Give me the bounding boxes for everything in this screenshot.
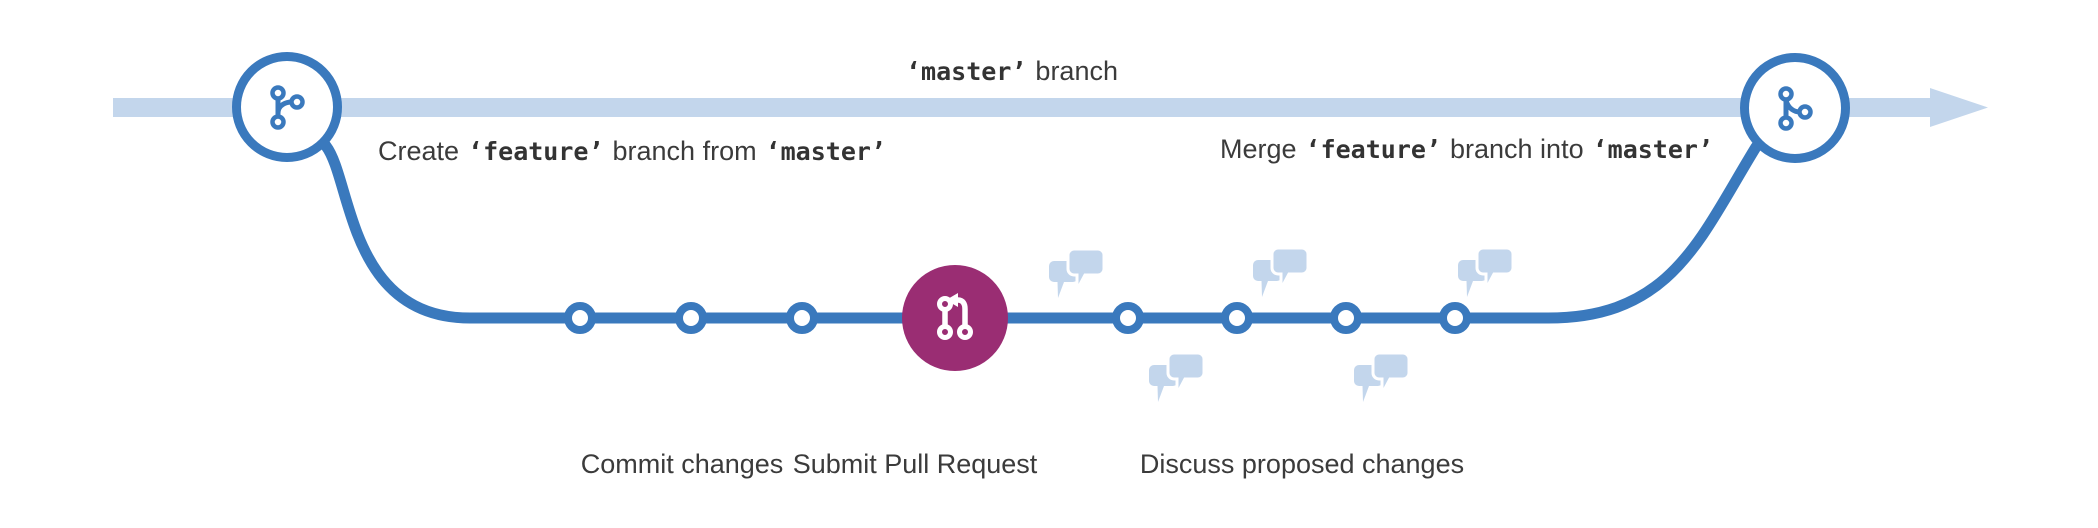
master-text: branch — [1035, 56, 1118, 86]
branch-point-node — [232, 52, 342, 162]
commit-dot — [675, 302, 707, 334]
commit-dot — [1221, 302, 1253, 334]
chat-bubbles-icon — [1456, 246, 1515, 300]
chat-bubbles-icon — [1251, 246, 1310, 300]
merge-mid: branch into — [1450, 134, 1584, 164]
submit-pull-request-label: Submit Pull Request — [792, 449, 1038, 479]
master-branch-label: ‘master’ branch — [906, 56, 1118, 87]
create-code-master: ‘master’ — [765, 137, 886, 166]
chat-bubbles-icon — [1352, 351, 1411, 405]
create-feature-branch-label: Create ‘feature’ branch from ‘master’ — [378, 136, 886, 167]
commit-dot — [1112, 302, 1144, 334]
merge-code-master: ‘master’ — [1592, 135, 1714, 164]
commit-dot — [786, 302, 818, 334]
merge-pre: Merge — [1220, 134, 1297, 164]
chat-bubbles-icon — [1047, 247, 1106, 301]
master-code: ‘master’ — [906, 57, 1027, 86]
pull-request-node — [902, 265, 1008, 371]
git-branch-icon — [270, 85, 305, 130]
feature-branch-line — [320, 140, 1762, 324]
merge-feature-branch-label: Merge ‘feature’ branch into ‘master’ — [1220, 134, 1713, 165]
master-branch-line — [113, 98, 1933, 117]
merge-point-node — [1740, 53, 1850, 163]
discuss-proposed-changes-label: Discuss proposed changes — [1139, 449, 1465, 479]
chat-bubbles-icon — [1147, 351, 1206, 405]
git-pull-request-icon — [937, 293, 973, 340]
merge-code-feature: ‘feature’ — [1305, 135, 1441, 164]
git-merge-icon — [1778, 86, 1813, 131]
commit-dot — [1330, 302, 1362, 334]
create-code-feature: ‘feature’ — [468, 137, 604, 166]
master-arrowhead-icon — [1930, 88, 1988, 127]
create-pre: Create — [378, 136, 460, 166]
commit-changes-label: Commit changes — [580, 449, 784, 479]
commit-dot — [1439, 302, 1471, 334]
commit-dot — [564, 302, 596, 334]
create-mid: branch from — [612, 136, 757, 166]
